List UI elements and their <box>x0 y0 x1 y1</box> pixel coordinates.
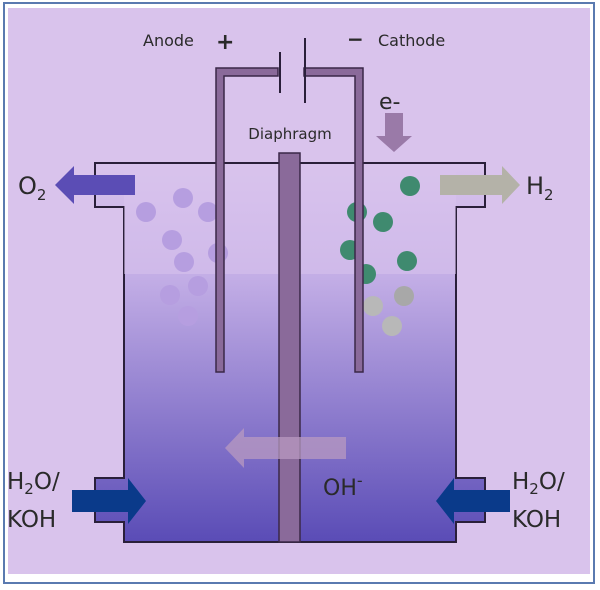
cathode-label: Cathode <box>378 31 445 50</box>
hydroxide-label: OH- <box>323 471 363 501</box>
hydrogen-label: H2 <box>526 172 554 204</box>
bubble <box>394 286 414 306</box>
bubble <box>400 176 420 196</box>
bubble <box>173 188 193 208</box>
bubble <box>174 252 194 272</box>
hydroxide-flow-arrow <box>225 428 346 468</box>
anode-sign: + <box>216 30 234 55</box>
oxygen-outlet-arrow <box>55 166 135 204</box>
inlet-right-label: H2O/ KOH <box>512 469 565 533</box>
bubble <box>188 276 208 296</box>
bubble <box>162 230 182 250</box>
diaphragm <box>278 152 301 543</box>
electron-label: e- <box>379 90 400 115</box>
inlet-left-arrow <box>72 478 146 524</box>
svg-text:KOH: KOH <box>512 507 561 533</box>
electron-arrow <box>376 113 412 152</box>
bubble <box>160 285 180 305</box>
svg-text:H2O/: H2O/ <box>512 469 565 498</box>
cathode-sign: − <box>347 27 364 51</box>
svg-text:KOH: KOH <box>7 507 56 533</box>
bubble <box>198 202 218 222</box>
bubble <box>382 316 402 336</box>
svg-text:H2O/: H2O/ <box>7 469 60 498</box>
bubble <box>373 212 393 232</box>
anode-label: Anode <box>143 31 194 50</box>
inlet-left-label: H2O/ KOH <box>7 469 60 533</box>
bubble <box>136 202 156 222</box>
inlet-right-arrow <box>436 478 510 524</box>
bubble <box>363 296 383 316</box>
oxygen-bubbles <box>136 188 228 326</box>
hydrogen-outlet-arrow <box>440 166 520 204</box>
bubble <box>178 306 198 326</box>
diaphragm-label: Diaphragm <box>248 125 331 143</box>
oxygen-label: O2 <box>18 172 46 204</box>
anode <box>215 67 279 373</box>
bubble <box>397 251 417 271</box>
battery-symbol <box>279 38 306 103</box>
